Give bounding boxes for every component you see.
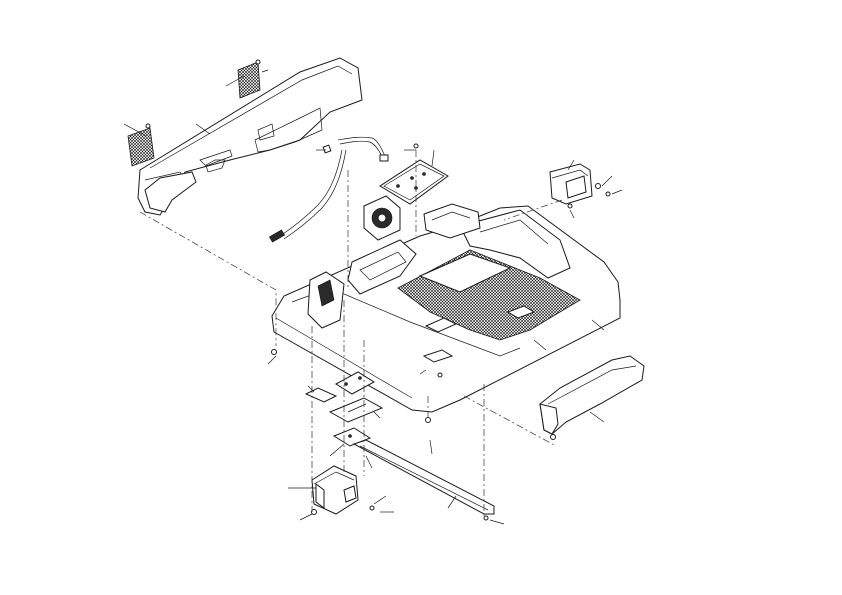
bracket-plate-3 [328,397,384,423]
grille-left [127,127,155,167]
screw [255,59,261,65]
screw [425,417,431,423]
screw [145,123,151,129]
main-tray [271,203,621,413]
bracket-plate-1 [304,387,338,403]
alignment-lines [139,150,563,516]
front-cover [539,355,645,440]
screw [271,349,277,355]
leader-lines [123,69,623,525]
slide-bar [352,439,495,521]
grille-right [237,61,261,99]
top-rear-cover [137,57,363,216]
fan [363,195,401,241]
solenoid-unit [311,465,375,515]
cable-harness [269,136,389,243]
drive-unit [549,163,611,209]
bracket-plate-2 [335,371,375,395]
pwb-board [379,143,449,205]
